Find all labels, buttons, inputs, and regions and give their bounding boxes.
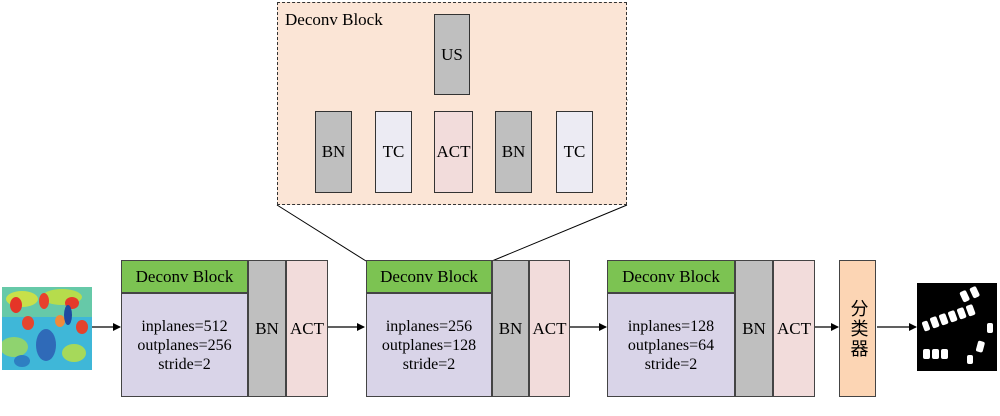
block-3-bn: BN <box>735 260 773 397</box>
block-2-act: ACT <box>529 260 570 397</box>
classifier-box: 分类器 <box>839 260 876 397</box>
block-title-text: Deconv Block <box>380 266 478 286</box>
block-title-text: Deconv Block <box>622 266 720 286</box>
op-label: BN <box>501 142 526 161</box>
bn-label: BN <box>255 318 279 338</box>
act-label: ACT <box>532 318 567 338</box>
op-label: TC <box>563 142 586 161</box>
param-stride: stride=2 <box>402 355 456 373</box>
block-1-act: ACT <box>286 260 328 397</box>
output-mask-image <box>917 283 997 371</box>
op-label: BN <box>321 142 346 161</box>
detail-title: Deconv Block <box>285 10 383 29</box>
bn-label: BN <box>742 318 766 338</box>
block-3-title: Deconv Block <box>607 260 735 293</box>
block-3-act: ACT <box>773 260 815 397</box>
detail-op-tc-1: TC <box>375 111 412 193</box>
detail-op-bn-2: BN <box>495 111 532 193</box>
param-inplanes: inplanes=128 <box>627 317 715 335</box>
block-title-text: Deconv Block <box>135 266 234 286</box>
act-label: ACT <box>777 318 811 338</box>
block-2-params: inplanes=256 outplanes=128 stride=2 <box>366 293 492 397</box>
param-outplanes: outplanes=128 <box>381 336 477 354</box>
upsample-box: US <box>434 14 470 95</box>
block-2-title: Deconv Block <box>366 260 492 293</box>
block-3-params: inplanes=128 outplanes=64 stride=2 <box>607 293 735 397</box>
upsample-label: US <box>441 44 463 64</box>
param-inplanes: inplanes=256 <box>385 317 473 335</box>
detail-op-tc-2: TC <box>556 111 593 193</box>
act-label: ACT <box>290 318 324 338</box>
param-inplanes: inplanes=512 <box>141 317 228 335</box>
block-1-title: Deconv Block <box>121 260 248 293</box>
block-2-bn: BN <box>492 260 529 397</box>
block-1-params: inplanes=512 outplanes=256 stride=2 <box>121 293 248 397</box>
detail-op-act: ACT <box>434 111 473 193</box>
param-stride: stride=2 <box>158 355 211 373</box>
param-stride: stride=2 <box>644 355 698 373</box>
param-outplanes: outplanes=256 <box>137 336 232 354</box>
op-label: TC <box>382 142 405 161</box>
op-label: ACT <box>436 142 471 161</box>
block-1-bn: BN <box>248 260 286 397</box>
classifier-label: 分类器 <box>847 298 869 359</box>
detail-op-bn-1: BN <box>315 111 352 193</box>
bn-label: BN <box>498 318 523 338</box>
input-heatmap-image <box>2 287 92 370</box>
param-outplanes: outplanes=64 <box>627 336 715 354</box>
